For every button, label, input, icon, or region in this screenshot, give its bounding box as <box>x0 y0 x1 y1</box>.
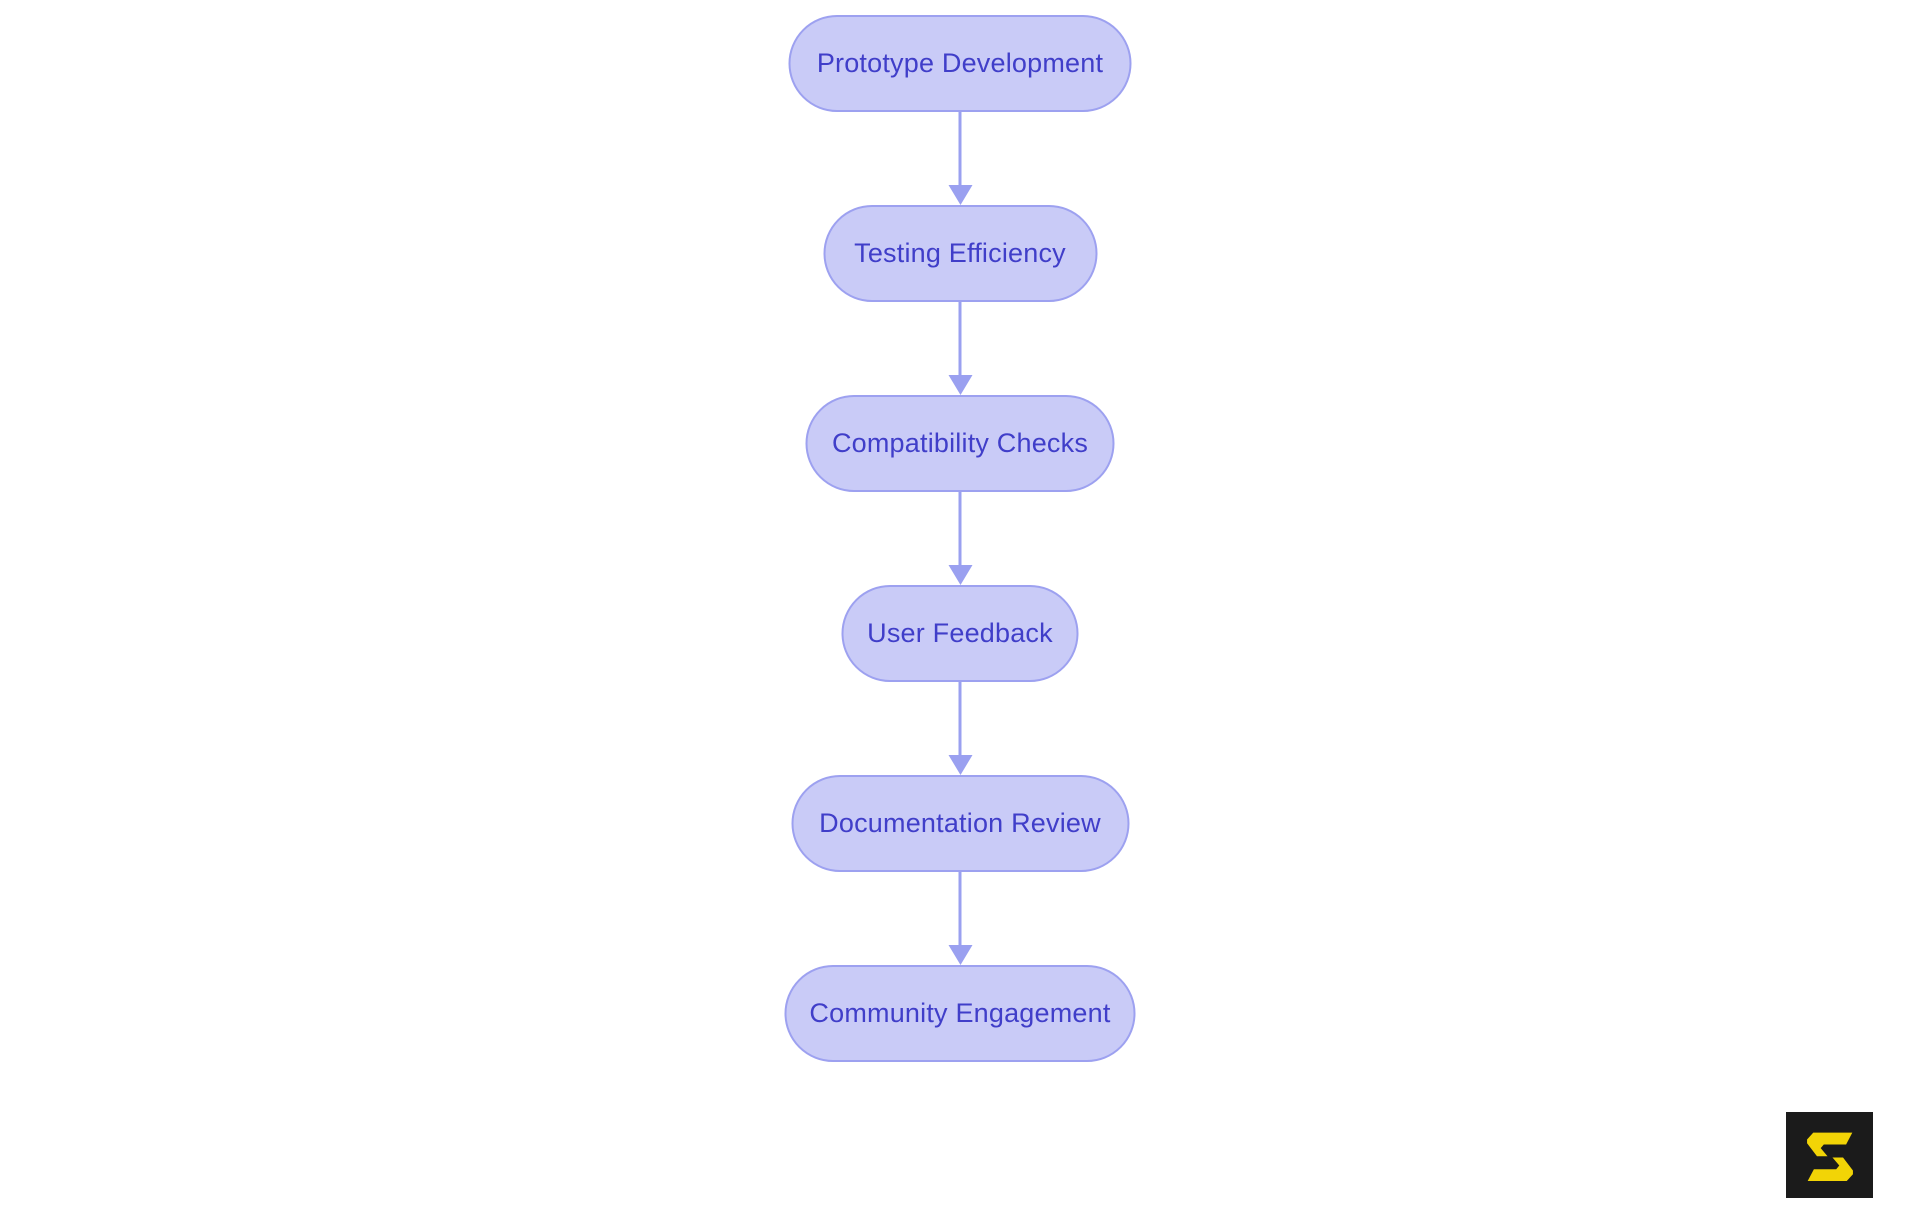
node-testing-efficiency: Testing Efficiency <box>823 205 1097 302</box>
node-documentation-review: Documentation Review <box>791 775 1129 872</box>
arrow-line <box>958 112 962 185</box>
node-prototype-development: Prototype Development <box>788 15 1132 112</box>
node-community-engagement: Community Engagement <box>784 965 1136 1062</box>
node-user-feedback: User Feedback <box>841 585 1079 682</box>
brand-logo <box>1786 1112 1873 1198</box>
node-label: Documentation Review <box>819 808 1101 838</box>
arrow-head-icon <box>948 185 972 205</box>
arrow-line <box>958 872 962 945</box>
connector-arrow-2 <box>947 302 973 395</box>
node-label: Prototype Development <box>816 48 1104 78</box>
connector-arrow-5 <box>947 872 973 965</box>
arrow-line <box>958 492 962 565</box>
connector-arrow-3 <box>947 492 973 585</box>
arrow-line <box>958 302 962 375</box>
arrow-head-icon <box>948 375 972 395</box>
s-logo-icon <box>1806 1132 1853 1182</box>
arrow-head-icon <box>948 755 972 775</box>
connector-arrow-1 <box>947 112 973 205</box>
node-label: Community Engagement <box>809 998 1111 1028</box>
arrow-line <box>958 682 962 755</box>
node-label: Testing Efficiency <box>854 238 1066 268</box>
node-compatibility-checks: Compatibility Checks <box>805 395 1115 492</box>
arrow-head-icon <box>948 945 972 965</box>
arrow-head-icon <box>948 565 972 585</box>
connector-arrow-4 <box>947 682 973 775</box>
node-label: User Feedback <box>867 618 1053 648</box>
node-label: Compatibility Checks <box>831 428 1089 458</box>
flowchart: Prototype Development Testing Efficiency… <box>784 15 1136 1062</box>
